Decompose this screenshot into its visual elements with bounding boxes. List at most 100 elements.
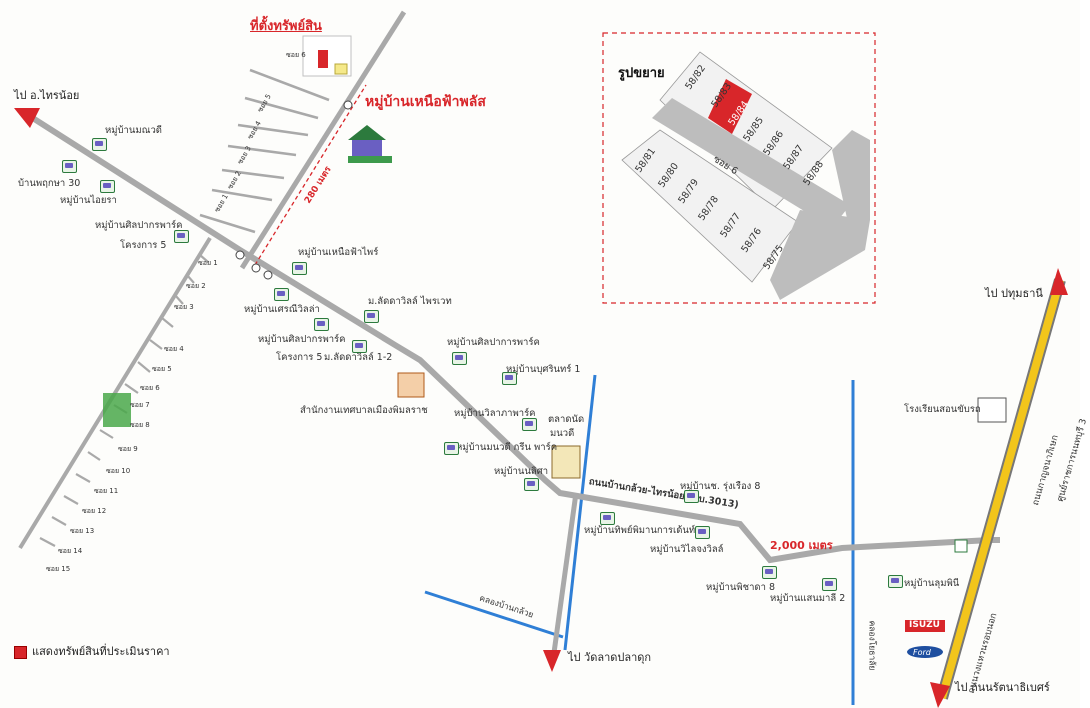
village-label: หมู่บ้านศิลปากรพาร์ค — [258, 334, 346, 345]
village-pin-icon — [822, 578, 837, 591]
lower-lane-label: ซอย 1 — [198, 259, 218, 267]
highway — [938, 278, 1064, 700]
village-label: หมู่บ้านนลิศา — [494, 466, 549, 477]
lower-lanes — [39, 254, 209, 547]
village-label: หมู่บ้านมณวดี — [105, 125, 162, 136]
lower-lane-label: ซอย 3 — [174, 303, 194, 311]
village-pin-icon — [524, 478, 539, 491]
village-pin-icon — [762, 566, 777, 579]
arrow-rattanathibet-icon — [930, 682, 950, 708]
isuzu-text: ISUZU — [909, 620, 940, 630]
village-pin-icon — [174, 230, 189, 243]
market-icon — [551, 445, 581, 479]
canal-vertical-1 — [563, 374, 597, 651]
village-label: หมู่บ้านแสนมาลี 2 — [770, 593, 846, 604]
village-label: สำนักงานเทศบาลเมืองพิมลราช — [300, 405, 428, 416]
lower-lane-label: ซอย 15 — [46, 565, 71, 573]
distance-2000m: 2,000 เมตร — [770, 539, 833, 552]
store-icon — [954, 539, 968, 553]
village-label: หมู่บ้านเหนือฟ้าไพร์ — [298, 247, 379, 258]
property-house — [334, 63, 348, 75]
lower-lane-label: ซอย 4 — [164, 345, 184, 353]
village-label: โครงการ 5 — [120, 240, 167, 251]
village-pin-icon — [444, 442, 459, 455]
village-pin-icon — [684, 490, 699, 503]
canal-horizontal — [424, 590, 564, 639]
junction-4 — [343, 100, 353, 110]
junction-2 — [251, 263, 261, 273]
lower-lane-label: ซอย 9 — [118, 445, 138, 453]
village-label: มนวดี — [550, 428, 575, 439]
junction-3 — [263, 270, 273, 280]
village-label: หมู่บ้านลุมพินี — [904, 578, 960, 589]
road-to-sai-noi: ไป อ.ไทรน้อย — [14, 89, 80, 102]
arrow-pathum-icon — [1050, 268, 1068, 295]
village-label: โครงการ 5 — [276, 352, 323, 363]
village-label: หมู่บ้านเศรณีวิลล่า — [244, 304, 320, 315]
village-label: หมู่บ้านมนวดี กรีน พาร์ค — [456, 442, 558, 453]
isuzu-logo — [905, 620, 945, 632]
village-label: โรงเรียนสอนขับรถ — [904, 404, 981, 415]
junction-1 — [235, 250, 245, 260]
road-to-wat: ไป วัดลาดปลาดุก — [568, 651, 652, 664]
village-pin-icon — [62, 160, 77, 173]
lower-lane-label: ซอย 10 — [106, 467, 131, 475]
canal2-label: คลองโยธาลัย — [866, 620, 877, 671]
village-pin-icon — [695, 526, 710, 539]
village-label: หมู่บ้านไอยรา — [60, 195, 117, 206]
village-pin-icon — [522, 418, 537, 431]
village-label: หมู่บ้านพิชาดา 8 — [706, 582, 775, 593]
village-pin-icon — [600, 512, 615, 525]
lower-lane-label: ซอย 13 — [70, 527, 95, 535]
arrow-sai-noi-icon — [14, 108, 40, 128]
village-pin-icon — [274, 288, 289, 301]
legend-swatch — [14, 646, 27, 659]
lower-lane-label: ซอย 5 — [152, 365, 172, 373]
road-to-wat — [550, 492, 579, 661]
village-pin-icon — [292, 262, 307, 275]
village-label: หมู่บ้านช. รุ่งเรือง 8 — [680, 481, 761, 492]
village-label: หมู่บ้านวิไลจงวิลล์ — [650, 544, 724, 555]
village-label: ตลาดนัด — [548, 414, 585, 425]
village-label: หมู่บ้านวิลาภาพาร์ค — [454, 408, 536, 419]
road-to-pathum: ไป ปทุมธานี — [985, 287, 1043, 300]
main-road — [26, 112, 1000, 564]
municipal-office-icon — [397, 372, 425, 398]
property-marker — [318, 50, 328, 68]
arrow-wat-icon — [543, 650, 561, 672]
driving-school-box — [977, 397, 1007, 423]
asset-location-title: ที่ตั้งทรัพย์สิน — [250, 19, 322, 34]
ford-text: Ford — [913, 648, 931, 657]
distance-guide — [254, 84, 367, 266]
lower-lane-label: ซอย 6 — [140, 384, 160, 392]
lower-lane-label: ซอย 7 — [130, 401, 150, 409]
lower-lane-label: ซอย 12 — [82, 507, 107, 515]
village-pin-icon — [100, 180, 115, 193]
village-pin-icon — [352, 340, 367, 353]
lower-lane-label: ซอย 8 — [130, 421, 150, 429]
lower-lane-label: ซอย 11 — [94, 487, 119, 495]
ford-logo — [907, 646, 943, 658]
village-name: หมู่บ้านเหนือฟ้าพลัส — [365, 94, 486, 110]
lower-lane-label: ซอย 14 — [58, 547, 83, 555]
village-label: ม.ลัดดาวิลล์ ไพรเวท — [368, 296, 452, 307]
enlarged-inset-frame — [602, 32, 876, 304]
road-to-rattanathibet: ไป ถนนรัตนาธิเบศร์ — [955, 681, 1050, 694]
village-pin-icon — [502, 372, 517, 385]
green-area — [103, 393, 131, 427]
village-label: บ้านพฤกษา 30 — [18, 178, 81, 189]
village-pin-icon — [314, 318, 329, 331]
village-pin-icon — [888, 575, 903, 588]
lower-lane-label: ซอย 2 — [186, 282, 206, 290]
upper-lanes — [199, 38, 335, 234]
enlarged-title: รูปขยาย — [618, 66, 665, 81]
village-house-icon — [348, 125, 392, 163]
village-label: หมู่บ้านทิพย์พิมานการเด้นท์ — [584, 525, 696, 536]
enlarged-inset-drawing — [621, 51, 870, 300]
side-road-north — [239, 10, 407, 270]
village-label: หมู่บ้านศิลปาการพาร์ค — [447, 337, 540, 348]
upper-lane-label: ซอย 6 — [286, 51, 306, 59]
village-pin-icon — [452, 352, 467, 365]
